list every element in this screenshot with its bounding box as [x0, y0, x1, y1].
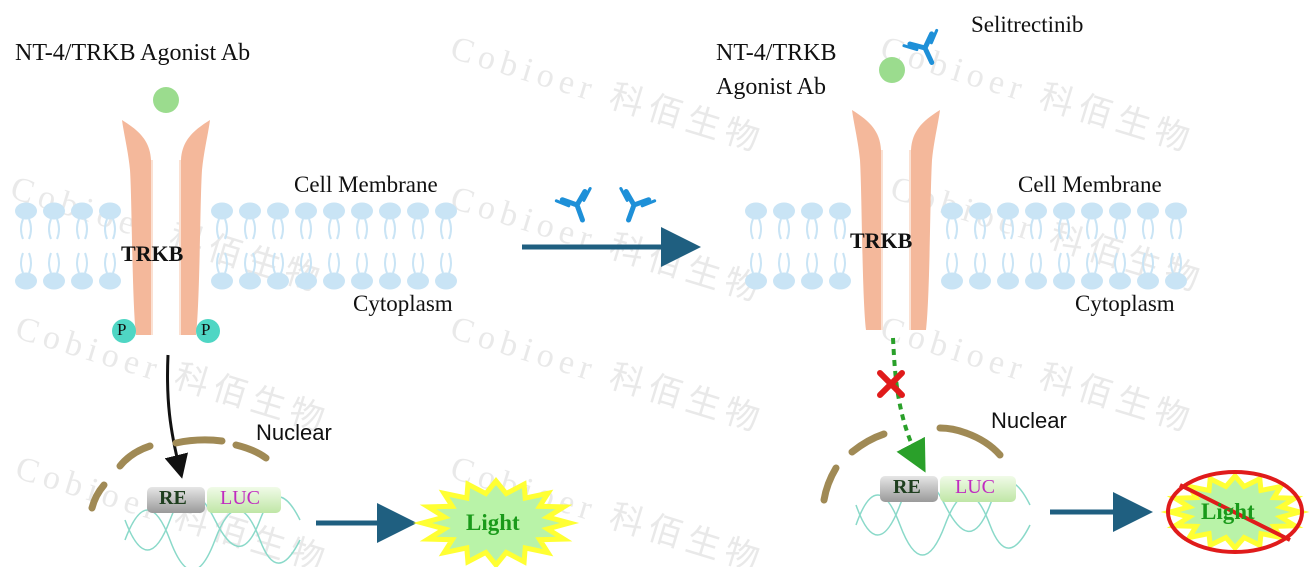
selitrectinib-antibody: [904, 30, 948, 70]
left-membrane-label: Cell Membrane: [294, 172, 438, 197]
left-re-box: [147, 487, 205, 513]
right-receptor-label: TRKB: [850, 228, 913, 253]
left-signal-arrow: [164, 354, 189, 479]
right-nuclear-label: Nuclear: [991, 408, 1067, 433]
left-phospho-label-1: P: [117, 320, 127, 339]
right-blocked-signal: [891, 337, 926, 473]
left-membrane: [14, 201, 458, 291]
left-ligand-label: NT-4/TRKB Agonist Ab: [15, 40, 251, 66]
right-re-label: RE: [893, 476, 921, 498]
left-cytoplasm-label: Cytoplasm: [353, 291, 453, 316]
left-nuclear-label: Nuclear: [256, 420, 332, 445]
right-luc-label: LUC: [955, 476, 995, 498]
left-receptor: [122, 120, 210, 335]
left-luc-box: [207, 487, 281, 513]
left-re-label: RE: [159, 487, 187, 509]
left-luc-label: LUC: [220, 487, 260, 509]
left-phospho-label-2: P: [201, 320, 211, 339]
center-antibodies: [556, 189, 654, 227]
right-nuclear-envelope: [820, 424, 1004, 504]
left-phospho-2: [196, 319, 220, 343]
right-ligand-label-line2: Agonist Ab: [716, 74, 827, 100]
right-re-box: [880, 476, 938, 502]
left-phospho-1: [112, 319, 136, 343]
no-light-slash: [1179, 483, 1291, 542]
right-receptor: [852, 110, 940, 330]
right-light-label: Light: [1201, 499, 1255, 524]
right-ligand: [879, 57, 905, 83]
right-membrane-label: Cell Membrane: [1018, 172, 1162, 197]
right-membrane: [744, 201, 1188, 291]
right-luc-box: [940, 476, 1016, 502]
no-light-circle: [1166, 470, 1304, 554]
inhibitor-label: Selitrectinib: [971, 12, 1084, 37]
right-cytoplasm-label: Cytoplasm: [1075, 291, 1175, 316]
left-receptor-label: TRKB: [121, 241, 184, 266]
left-nuclear-envelope: [88, 436, 270, 512]
left-light-burst: [412, 477, 580, 567]
block-x-icon: [877, 370, 905, 398]
right-ligand-label-line1: NT-4/TRKB: [716, 40, 837, 66]
left-light-label: Light: [466, 510, 520, 535]
left-ligand: [153, 87, 179, 113]
